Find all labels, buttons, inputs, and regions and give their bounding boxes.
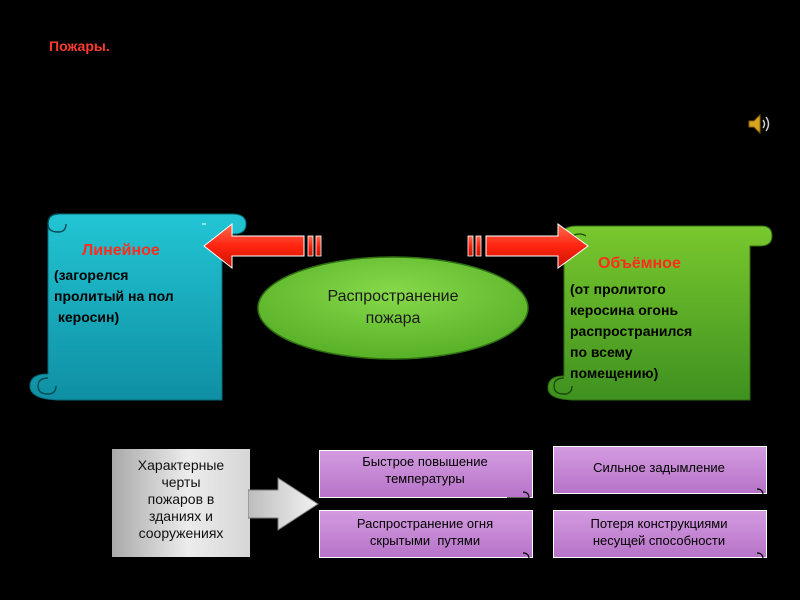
card-line: скрытыми путями <box>369 533 481 548</box>
speaker-icon[interactable] <box>746 112 774 136</box>
features-line: черты <box>161 474 201 490</box>
features-arrow <box>248 477 319 531</box>
center-label-line: Распространение <box>327 288 459 305</box>
direction-arrows <box>203 222 589 270</box>
feature-card-temperature-text: Быстрое повышение температуры <box>319 453 531 487</box>
right-scroll-line: помещению) <box>570 365 659 381</box>
feature-card-load-loss <box>553 510 767 558</box>
right-scroll-line: (от пролитого <box>570 281 666 297</box>
card-line: Распространение огня <box>356 516 494 531</box>
card-line: температуры <box>385 471 465 486</box>
right-scroll-line: распространился <box>570 323 693 339</box>
left-scroll-panel <box>29 213 247 401</box>
center-label: Распространение пожара <box>290 286 496 330</box>
card-curl-decoration <box>507 552 530 560</box>
center-label-line: пожара <box>365 310 421 327</box>
features-line: зданиях и <box>149 508 213 524</box>
features-line: пожаров в <box>147 491 215 507</box>
feature-card-hidden-spread-text: Распространение огня скрытыми путями <box>319 515 531 549</box>
features-box <box>112 449 250 557</box>
right-arrow <box>467 223 589 269</box>
features-line: сооружениях <box>138 525 224 541</box>
card-curl-decoration <box>741 488 764 496</box>
left-scroll-title: Линейное <box>82 242 160 259</box>
features-line: Характерные <box>137 457 225 473</box>
right-scroll-text: (от пролитого керосина огонь распростран… <box>570 279 750 384</box>
right-scroll-line: керосина огонь <box>570 302 679 318</box>
center-ellipse <box>257 256 529 360</box>
features-label: Характерные черты пожаров в зданиях и со… <box>112 457 250 542</box>
left-scroll-text: (загорелся пролитый на пол керосин) <box>54 265 224 328</box>
card-line: несущей способности <box>592 533 726 548</box>
feature-card-hidden-spread <box>319 510 533 558</box>
left-arrow <box>203 222 322 270</box>
card-line: Потеря конструкциями <box>590 516 728 531</box>
left-scroll-line: пролитый на пол <box>54 288 174 304</box>
right-scroll-line: по всему <box>570 344 633 360</box>
feature-card-load-loss-text: Потеря конструкциями несущей способности <box>553 515 765 549</box>
right-scroll-title: Объёмное <box>598 255 681 272</box>
slide-title: Пожары. <box>49 38 110 54</box>
feature-card-temperature <box>319 450 533 498</box>
card-line: Быстрое повышение <box>362 454 488 469</box>
card-curl-decoration <box>741 552 764 560</box>
feature-card-smoke-text: Сильное задымление <box>553 459 765 476</box>
left-scroll-line: керосин) <box>54 309 120 325</box>
card-line: Сильное задымление <box>593 460 725 475</box>
feature-card-smoke <box>553 446 767 494</box>
left-scroll-line: (загорелся <box>54 267 129 283</box>
card-curl-decoration <box>507 491 530 499</box>
